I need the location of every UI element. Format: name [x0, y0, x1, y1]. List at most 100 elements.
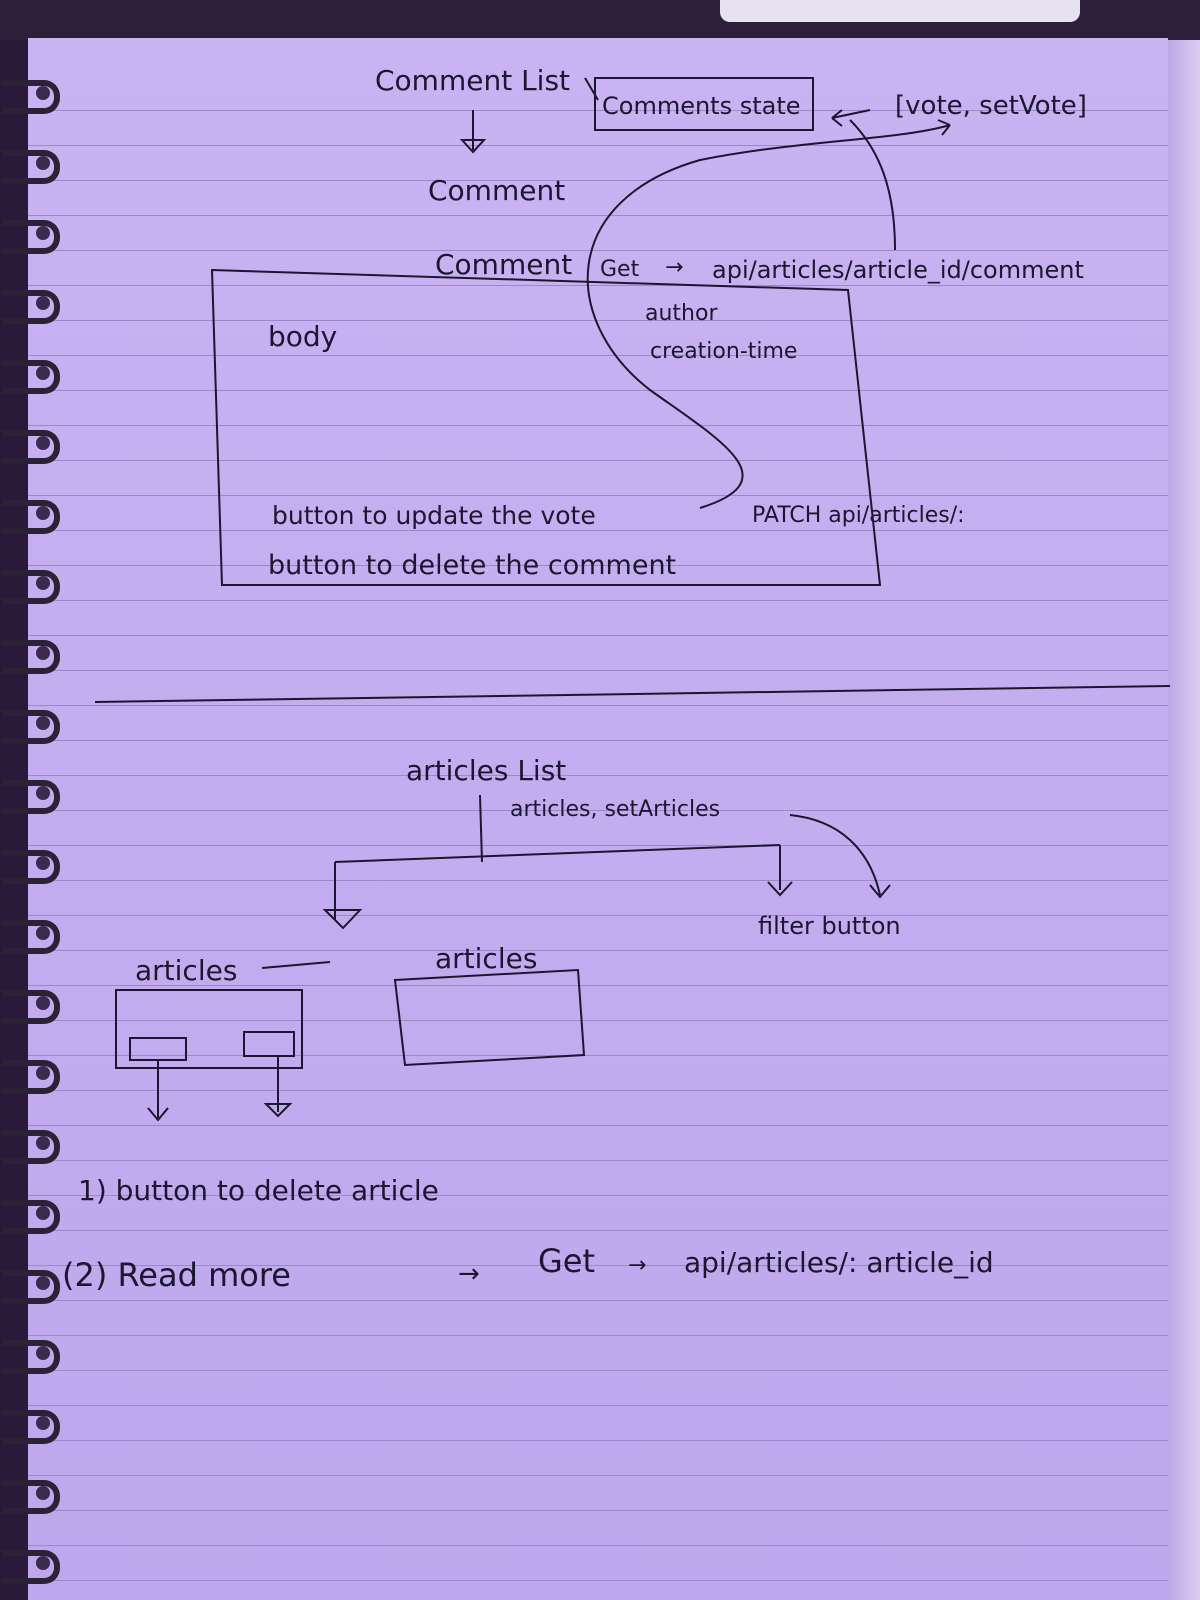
note-get: Get — [538, 1242, 595, 1280]
ruled-line — [28, 425, 1168, 426]
binding-ring — [2, 850, 60, 884]
ruled-line — [28, 915, 1168, 916]
binding-ring — [2, 1270, 60, 1304]
ruled-line — [28, 1160, 1168, 1161]
curve-to-filter — [789, 814, 881, 896]
author-field: author — [645, 301, 718, 326]
binding-ring — [2, 1340, 60, 1374]
ruled-line — [28, 110, 1168, 111]
ruled-line — [28, 1475, 1168, 1476]
arrowhead — [263, 1103, 293, 1118]
binding-ring — [2, 150, 60, 184]
comment-card-title: Comment — [435, 248, 572, 281]
ruled-line — [28, 355, 1168, 356]
ruled-line — [28, 390, 1168, 391]
binding-ring — [2, 1480, 60, 1514]
ruled-line — [28, 635, 1168, 636]
ruled-line — [28, 1510, 1168, 1511]
body-field: body — [268, 320, 337, 353]
comment-card-box — [210, 268, 882, 586]
ruled-line — [28, 775, 1168, 776]
binding-ring — [2, 1060, 60, 1094]
creation-time-field: creation-time — [650, 339, 797, 364]
scribble — [261, 961, 331, 969]
note-endpoint: api/articles/: article_id — [684, 1246, 994, 1279]
binding-ring — [2, 360, 60, 394]
vote-state-label: [vote, setVote] — [895, 91, 1087, 121]
table-surface — [720, 0, 1080, 22]
binding-ring — [2, 1550, 60, 1584]
ruled-line — [28, 1125, 1168, 1126]
ruled-line — [28, 285, 1168, 286]
ruled-line — [28, 1580, 1168, 1581]
ruled-line — [28, 215, 1168, 216]
ruled-line — [28, 1055, 1168, 1056]
tree-stem — [479, 794, 483, 863]
note-read-more: (2) Read more — [62, 1256, 291, 1294]
ruled-line — [28, 320, 1168, 321]
binding-ring — [2, 1410, 60, 1444]
arrowhead — [831, 109, 843, 127]
binding-ring — [2, 780, 60, 814]
arrow-glyph: → — [665, 255, 683, 280]
binding-ring — [2, 920, 60, 954]
binding-ring — [2, 220, 60, 254]
binding-ring — [2, 640, 60, 674]
vote-button-text: button to update the vote — [272, 501, 596, 530]
get-label: Get — [600, 257, 640, 282]
ruled-line — [28, 985, 1168, 986]
articles-state-label: articles, setArticles — [510, 797, 720, 822]
binding-ring — [2, 430, 60, 464]
delete-article-button — [129, 1037, 187, 1061]
ruled-line — [28, 670, 1168, 671]
comments-state-label: Comments state — [602, 92, 801, 120]
ruled-line — [28, 950, 1168, 951]
ruled-line — [28, 460, 1168, 461]
comment-child-label: Comment — [428, 174, 565, 207]
comments-state-box — [594, 77, 814, 131]
ruled-line — [28, 705, 1168, 706]
ruled-line — [28, 1545, 1168, 1546]
binding-ring — [2, 710, 60, 744]
ruled-line — [28, 600, 1168, 601]
binding-ring — [2, 570, 60, 604]
ruled-line — [28, 180, 1168, 181]
delete-button-text: button to delete the comment — [268, 550, 676, 581]
articles-right-box — [393, 968, 586, 1067]
ruled-line — [28, 1265, 1168, 1266]
arrowhead — [147, 1107, 169, 1122]
comments-endpoint: api/articles/article_id/comment — [712, 256, 1084, 284]
ruled-line — [28, 145, 1168, 146]
ruled-line — [28, 1195, 1168, 1196]
read-more-button — [243, 1031, 295, 1057]
ruled-line — [28, 1090, 1168, 1091]
articles-left-label: articles — [135, 954, 237, 987]
ruled-line — [28, 1440, 1168, 1441]
filter-button-label: filter button — [758, 912, 901, 940]
articles-right-label: articles — [435, 942, 537, 975]
arrowhead — [937, 119, 951, 136]
notebook-page — [28, 38, 1168, 1600]
page-edge — [1168, 40, 1200, 1600]
ruled-line — [28, 740, 1168, 741]
ruled-line — [28, 810, 1168, 811]
arrowhead — [767, 881, 793, 897]
arrowhead — [869, 884, 891, 899]
binding-ring — [2, 1130, 60, 1164]
arrowhead — [459, 139, 487, 154]
note-delete-article: 1) button to delete article — [78, 1174, 439, 1207]
binding-ring — [2, 990, 60, 1024]
ruled-line — [28, 1300, 1168, 1301]
binding-ring — [2, 80, 60, 114]
ruled-line — [28, 1370, 1168, 1371]
curve-vote-to-state — [586, 124, 951, 509]
articles-list-label: articles List — [406, 754, 566, 787]
arrow-vote-to-state — [831, 109, 871, 119]
comment-list-label: Comment List — [375, 64, 570, 97]
binding-ring — [2, 290, 60, 324]
ruled-line — [28, 495, 1168, 496]
arrow-glyph: → — [458, 1259, 480, 1289]
patch-endpoint: PATCH api/articles/: — [752, 503, 965, 528]
binding-ring — [2, 500, 60, 534]
